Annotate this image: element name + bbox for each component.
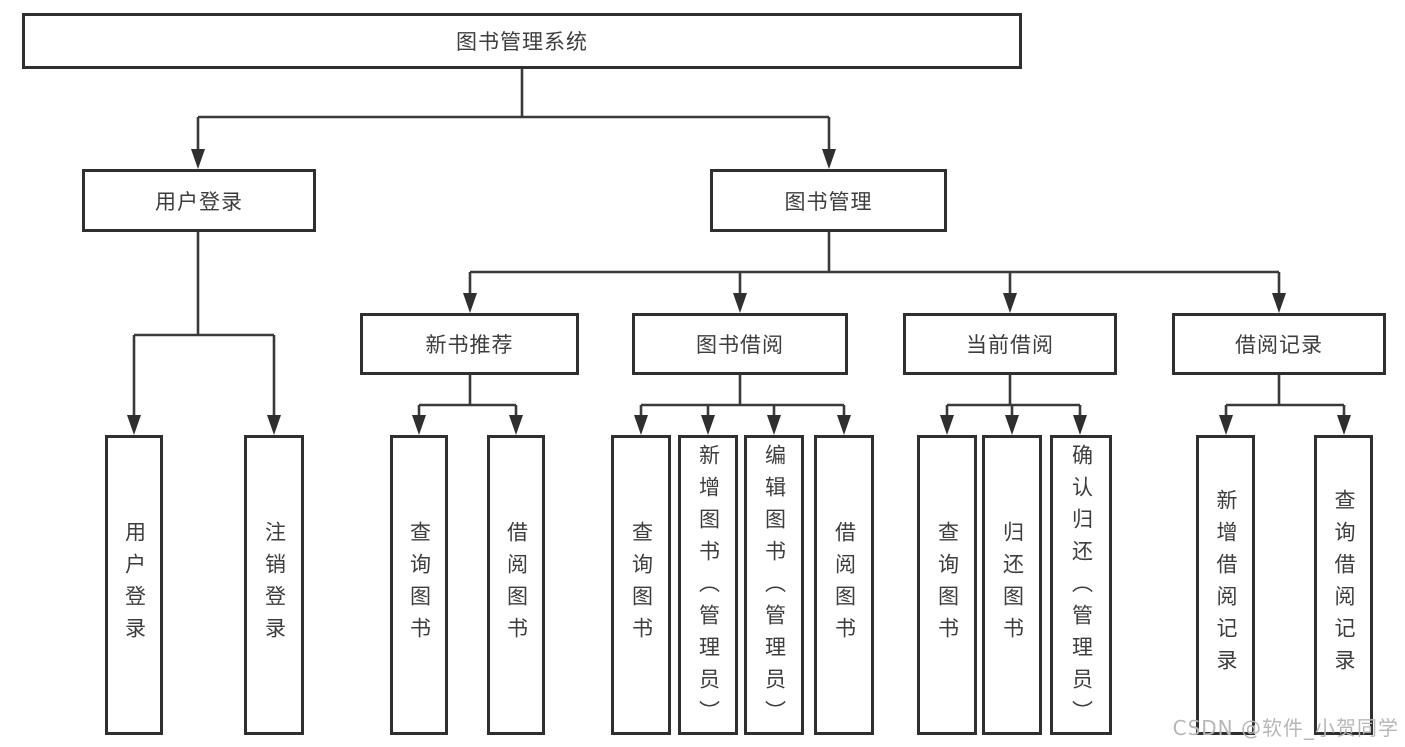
leaf-query-books-borrow: 查询图书 [611, 435, 671, 735]
node-label: 注销登录 [262, 521, 287, 649]
node-label: 当前借阅 [966, 333, 1054, 357]
node-label: 图书管理系统 [456, 30, 588, 54]
leaf-edit-book-admin: 编辑图书（管理员） [744, 435, 804, 735]
node-label: 新书推荐 [425, 333, 514, 357]
node-current-borrow: 当前借阅 [903, 313, 1117, 375]
node-label: 用户登录 [122, 521, 147, 649]
node-label: 确认归还（管理员） [1069, 444, 1094, 732]
node-label: 借阅图书 [504, 521, 529, 649]
leaf-query-books-recommend: 查询图书 [390, 435, 448, 735]
node-label: 归还图书 [1000, 521, 1025, 649]
leaf-add-book-admin: 新增图书（管理员） [678, 435, 738, 735]
node-label: 用户登录 [155, 189, 243, 214]
node-user-login: 用户登录 [82, 169, 316, 232]
leaf-borrow-books: 借阅图书 [814, 435, 874, 735]
leaf-query-borrow-record: 查询借阅记录 [1314, 435, 1373, 735]
leaf-add-borrow-record: 新增借阅记录 [1196, 435, 1255, 735]
node-label: 查询图书 [935, 521, 960, 649]
csdn-watermark: CSDN @软件_小贺同学 [1172, 716, 1399, 740]
leaf-logout: 注销登录 [244, 435, 304, 735]
node-label: 查询图书 [629, 521, 654, 649]
leaf-borrow-books-recommend: 借阅图书 [487, 435, 545, 735]
leaf-user-login: 用户登录 [105, 435, 163, 735]
leaf-confirm-return-admin: 确认归还（管理员） [1050, 435, 1112, 735]
node-label: 查询图书 [407, 521, 432, 649]
leaf-query-books-current: 查询图书 [917, 435, 977, 735]
node-book-management: 图书管理 [710, 169, 947, 232]
node-new-book-recommend: 新书推荐 [360, 313, 579, 375]
node-label: 借阅记录 [1235, 333, 1323, 357]
node-label: 新增借阅记录 [1214, 489, 1238, 681]
node-label: 图书管理 [784, 189, 873, 214]
node-label: 新增图书（管理员） [696, 444, 721, 732]
node-label: 图书借阅 [696, 333, 784, 357]
node-label: 编辑图书（管理员） [762, 444, 787, 732]
node-label: 借阅图书 [832, 521, 857, 649]
node-root-library-system: 图书管理系统 [22, 13, 1022, 69]
node-borrow-records: 借阅记录 [1172, 313, 1386, 375]
node-book-borrow: 图书借阅 [632, 313, 848, 375]
node-label: 查询借阅记录 [1332, 489, 1356, 681]
leaf-return-books: 归还图书 [982, 435, 1042, 735]
